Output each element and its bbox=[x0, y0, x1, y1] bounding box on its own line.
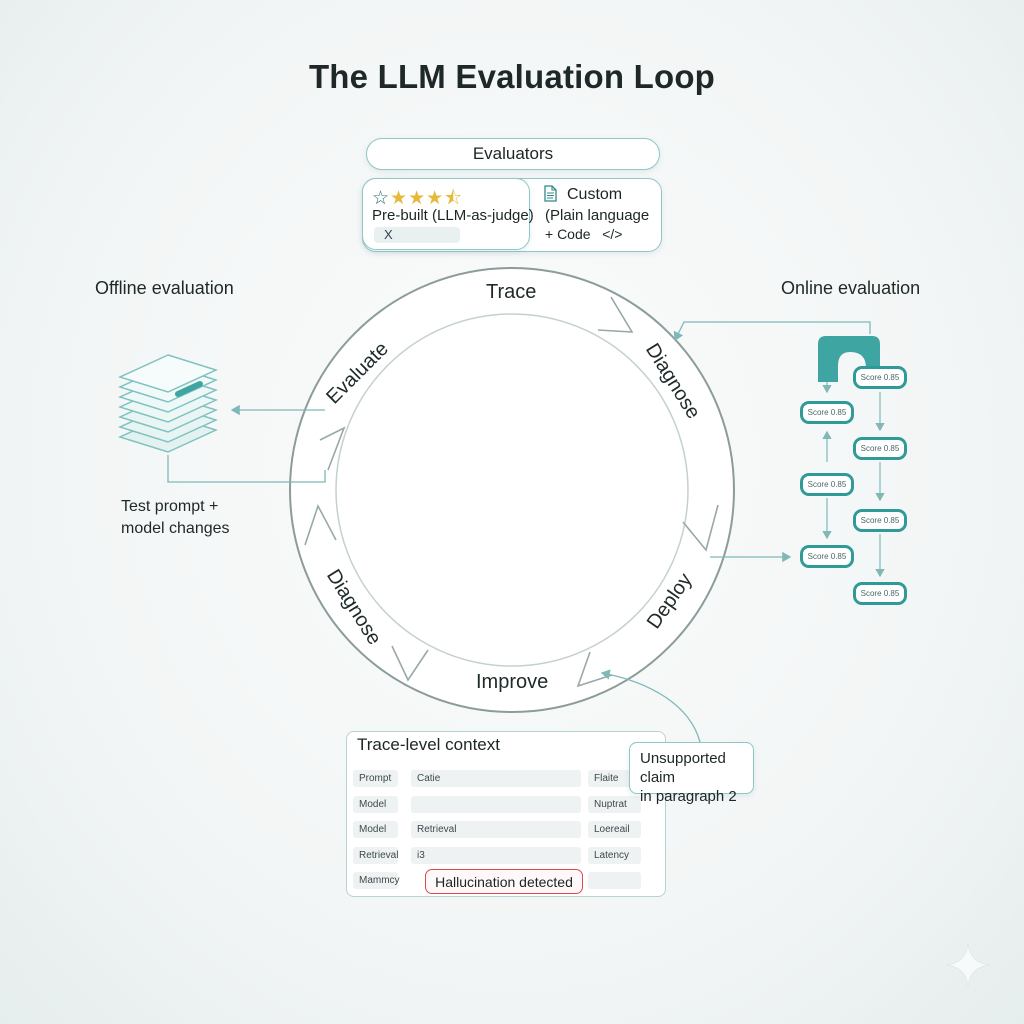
score-pill: Score 0.85 bbox=[853, 582, 907, 605]
score-pill: Score 0.85 bbox=[800, 401, 854, 424]
dataset-stack-icon bbox=[120, 355, 216, 452]
table-cell bbox=[411, 796, 581, 813]
table-cell: Mammcy bbox=[353, 872, 398, 889]
table-cell: i3 bbox=[411, 847, 581, 864]
stage-improve: Improve bbox=[476, 671, 548, 694]
table-cell: Retrieval bbox=[353, 847, 398, 864]
score-pill: Score 0.85 bbox=[800, 473, 854, 496]
loop-inner-ring bbox=[336, 314, 688, 666]
score-pill: Score 0.85 bbox=[853, 437, 907, 460]
score-pill: Score 0.85 bbox=[853, 366, 907, 389]
trace-context-title: Trace-level context bbox=[357, 735, 500, 755]
table-cell: Latency bbox=[588, 847, 641, 864]
table-cell: Catie bbox=[411, 770, 581, 787]
table-cell bbox=[588, 872, 641, 889]
sparkle-icon bbox=[946, 943, 990, 987]
table-cell: Prompt bbox=[353, 770, 398, 787]
table-cell: Loereail bbox=[588, 821, 641, 838]
score-pill: Score 0.85 bbox=[853, 509, 907, 532]
table-cell: Model bbox=[353, 796, 398, 813]
offline-note-line1: Test prompt + bbox=[121, 496, 230, 518]
hallucination-badge: Hallucination detected bbox=[425, 869, 583, 894]
offline-note-line2: model changes bbox=[121, 518, 230, 540]
callout-line1: Unsupported claim bbox=[640, 749, 753, 787]
table-cell: Retrieval bbox=[411, 821, 581, 838]
offline-note: Test prompt + model changes bbox=[121, 496, 230, 540]
callout-line2: in paragraph 2 bbox=[640, 787, 753, 806]
table-cell: Nuptrat bbox=[588, 796, 641, 813]
stage-trace: Trace bbox=[486, 281, 536, 304]
score-pill: Score 0.85 bbox=[800, 545, 854, 568]
unsupported-claim-callout: Unsupported claim in paragraph 2 bbox=[629, 742, 754, 794]
table-cell: Model bbox=[353, 821, 398, 838]
